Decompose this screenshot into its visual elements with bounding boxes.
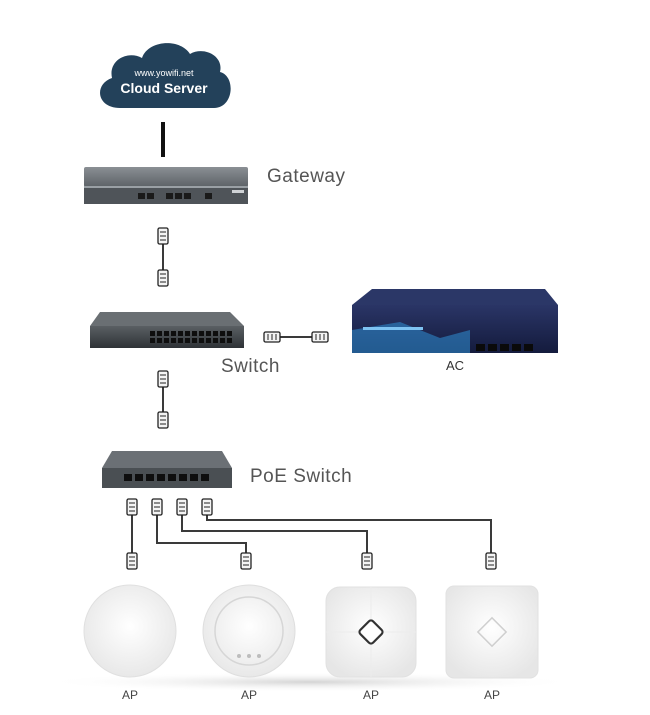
ap-4-icon	[445, 585, 539, 679]
ap-1-label: AP	[121, 688, 138, 702]
ap-3-icon	[325, 586, 417, 678]
poe-port-plugs	[126, 498, 213, 516]
poe-switch-label: PoE Switch	[250, 466, 353, 487]
cloud-server-label: Cloud Server	[120, 80, 208, 96]
ac-label: AC	[446, 358, 465, 373]
cable-gateway-switch	[157, 227, 169, 287]
ap-2-icon	[202, 584, 296, 678]
cloud-url-label: www.yowifi.net	[134, 68, 194, 78]
ac-controller-icon	[352, 289, 558, 353]
gateway-device-icon	[84, 167, 248, 204]
ap-4-label: AP	[483, 688, 500, 702]
ap-cable-plugs	[126, 552, 497, 570]
ap-1-icon	[83, 584, 177, 678]
cloud-server-icon	[100, 43, 231, 108]
floor-shadow	[40, 672, 580, 692]
switch-label: Switch	[221, 356, 280, 377]
poe-ap-cables	[131, 513, 492, 555]
ap-3-label: AP	[362, 688, 379, 702]
poe-switch-device-icon	[102, 451, 232, 488]
cable-switch-poe	[157, 370, 169, 429]
ap-2-label: AP	[240, 688, 257, 702]
cable-switch-ac	[263, 331, 329, 343]
gateway-label: Gateway	[267, 166, 346, 187]
switch-device-icon	[90, 312, 244, 348]
